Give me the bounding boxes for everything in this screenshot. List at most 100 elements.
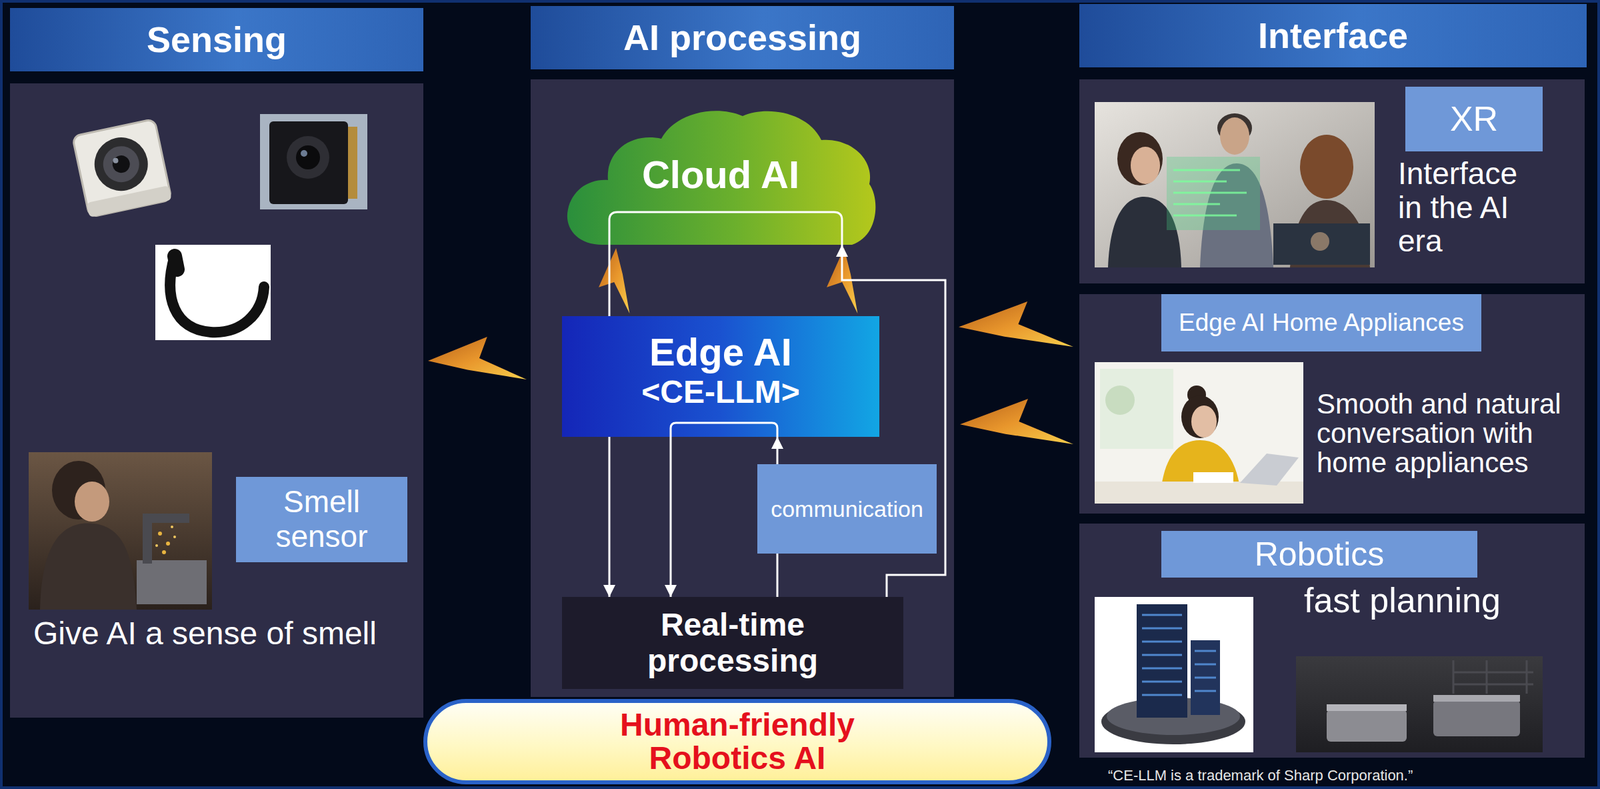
photo-ground (155, 244, 271, 340)
inset-person (1310, 232, 1330, 251)
sensing-column: SensingGive AI a sense of smell Smell sen… (10, 8, 424, 718)
interface-panel: fast planning Robotics (1079, 523, 1585, 758)
panel-text: fast planning (1304, 580, 1571, 620)
column-panel (530, 79, 954, 697)
scent-particle (155, 544, 158, 547)
lightning-bolt (960, 398, 1074, 444)
process-box: Real-time processing (562, 596, 904, 689)
lens-ring (286, 136, 330, 179)
cloud-shape: Cloud AI (564, 105, 878, 245)
camera-module-photo (72, 118, 172, 217)
panel-text: Smooth and natural conversation with hom… (1316, 389, 1580, 478)
smell-sensor-photo (28, 452, 212, 610)
edge-ai-box: Edge AI<CE-LLM> (562, 316, 880, 437)
scent-particle (173, 535, 176, 538)
shelves (1453, 660, 1534, 694)
panel-text: Interface in the AI era (1398, 156, 1545, 258)
person-body (40, 523, 137, 610)
label-box: Robotics (1161, 530, 1478, 578)
lens-ring (89, 132, 153, 196)
loop-bracket (670, 422, 778, 437)
plant (1105, 385, 1135, 415)
label-box: XR (1405, 86, 1543, 152)
lightning-bolt (428, 336, 527, 380)
robot-top (1433, 694, 1520, 702)
column-heading: Sensing (10, 8, 424, 72)
person-face (1191, 405, 1217, 438)
device-arm (142, 516, 152, 564)
sub-panel (1079, 79, 1585, 284)
person-hair (1300, 134, 1354, 199)
scent-particle (166, 541, 170, 546)
lens-glint (300, 150, 308, 157)
photo-ground (1296, 656, 1543, 752)
lens-glint (112, 157, 119, 164)
tower-windows (1142, 614, 1216, 695)
banner-pill: Human-friendly Robotics AI (423, 698, 1052, 784)
interface-column: InterfaceInterface in the AI eraXRSmooth… (1079, 4, 1587, 758)
robot (1326, 709, 1407, 742)
interface-panel: Interface in the AI era XR (1079, 79, 1585, 284)
person-face (74, 481, 110, 522)
person-hair (1181, 395, 1219, 438)
sub-panel (1079, 523, 1585, 758)
photo-ground (28, 452, 212, 610)
label-box: Smell sensor (236, 476, 408, 562)
loop-bracket (609, 212, 842, 245)
banner-text: Human-friendly Robotics AI (604, 708, 871, 776)
interface-panel: Smooth and natural conversation with hom… (1079, 294, 1585, 514)
tower (1136, 604, 1188, 718)
lightning-bolt (598, 248, 630, 314)
inset-screen (1273, 223, 1370, 265)
lens (100, 142, 143, 186)
cloud-label: Cloud AI (642, 153, 800, 197)
home-photo (1094, 362, 1304, 504)
laptop (1240, 453, 1299, 486)
neckband-photo (155, 244, 271, 340)
box-label: XR (1450, 99, 1498, 138)
flow-arrow (776, 436, 779, 464)
ai-column: AI processingCloud AI Edge AI<CE-LLM> comm… (530, 6, 954, 697)
scent-particle (162, 550, 166, 554)
box-label: Edge AI Home Appliances (1178, 308, 1464, 336)
paper (1193, 472, 1234, 483)
camera-sensor-photo (260, 114, 368, 210)
photo-ground (260, 114, 368, 210)
building-model-photo (1094, 596, 1254, 752)
neckband-end (174, 256, 178, 270)
box-label: communication (770, 496, 924, 522)
flow-arrow (670, 436, 672, 597)
robot-photo (1296, 656, 1543, 752)
column-heading: AI processing (530, 6, 954, 70)
box-label: Robotics (1254, 535, 1385, 573)
trademark-note: “CE-LLM is a trademark of Sharp Corporat… (1108, 767, 1413, 784)
photo-ground (1094, 102, 1375, 268)
module-body (72, 118, 172, 217)
tagline-text: Give AI a sense of smell (33, 615, 424, 652)
scent-particle (170, 525, 174, 528)
person-hair (1117, 132, 1163, 186)
box-label: Smell sensor (245, 484, 398, 554)
lens-core (110, 154, 132, 175)
ar-lines (1173, 170, 1247, 216)
footnote-holder: “CE-LLM is a trademark of Sharp Corporat… (1108, 767, 1413, 784)
module-body (269, 121, 348, 204)
sensor-device (136, 560, 207, 604)
robot-top (1326, 704, 1407, 711)
label-box: Edge AI Home Appliances (1161, 294, 1482, 352)
cloud-fill (567, 110, 876, 245)
module-flex (348, 126, 358, 199)
neckband (170, 256, 264, 332)
edge-title: Edge AI (649, 330, 792, 374)
window (1100, 368, 1174, 449)
lens (296, 145, 320, 170)
process-label: Real-time processing (632, 606, 833, 679)
photo-ground (1094, 596, 1254, 752)
column-panel (10, 83, 424, 718)
photo-ground (1094, 362, 1304, 504)
flow-arrow (776, 553, 779, 597)
module-base (86, 185, 172, 218)
